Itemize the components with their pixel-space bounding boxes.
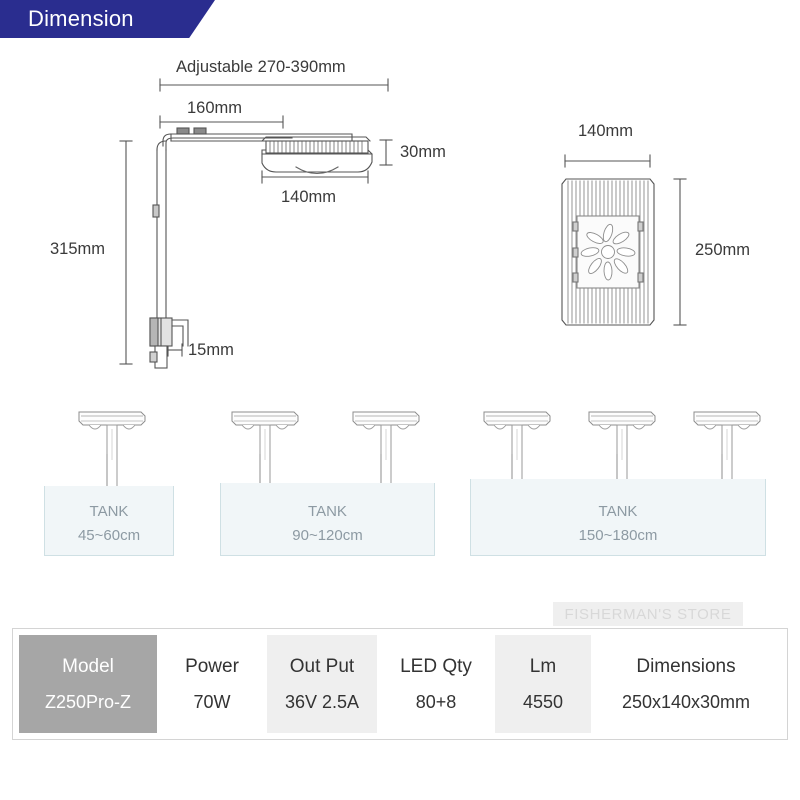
tank-title-1: TANK <box>89 503 129 520</box>
fixture-depth-dimension-line <box>261 170 369 184</box>
spec-column-output: Out Put 36V 2.5A <box>267 635 377 733</box>
spec-value-lumens: 4550 <box>522 691 564 712</box>
watermark-text: FISHERMAN'S STORE <box>564 605 732 623</box>
side-view-light-assembly <box>149 127 373 369</box>
tank-label-3: TANK 150~180cm <box>470 500 766 548</box>
spec-column-model: Model Z250Pro-Z <box>19 635 157 733</box>
topview-height-dimension-label: 250mm <box>695 241 751 259</box>
arm-length-dimension-label: 160mm <box>187 99 243 117</box>
tank-box-1 <box>44 486 174 556</box>
spec-value-power: 70W <box>193 691 231 712</box>
tank-box-2 <box>220 483 435 556</box>
cooling-fan-icon <box>580 223 636 281</box>
height-dimension-label: 315mm <box>50 240 106 258</box>
topview-height-dimension-line <box>673 178 687 326</box>
tank-size-1: 45~60cm <box>77 527 141 544</box>
store-watermark: FISHERMAN'S STORE <box>553 602 743 626</box>
spec-column-lumens: Lm 4550 <box>495 635 591 733</box>
spec-value-output: 36V 2.5A <box>284 691 360 712</box>
spec-header-lumens: Lm <box>529 655 557 677</box>
spec-header-model: Model <box>62 655 114 677</box>
clamp-dimension-line <box>167 343 183 357</box>
fixture-thickness-dimension-label: 30mm <box>400 143 446 161</box>
spec-column-dimensions: Dimensions 250x140x30mm <box>591 635 781 733</box>
spec-header-power: Power <box>185 655 239 677</box>
spec-value-led-qty: 80+8 <box>415 691 457 712</box>
spec-header-led-qty: LED Qty <box>400 655 472 677</box>
spec-header-dimensions: Dimensions <box>636 655 736 677</box>
spec-value-dimensions: 250x140x30mm <box>621 691 751 712</box>
topview-width-dimension-line <box>564 154 651 168</box>
spec-header-output: Out Put <box>289 655 355 677</box>
adjustable-dimension-line <box>159 78 389 92</box>
tank-title-2: TANK <box>308 503 347 520</box>
section-banner: Dimension <box>0 0 215 38</box>
fixture-depth-dimension-label: 140mm <box>281 188 337 206</box>
tank-label-2: TANK 90~120cm <box>220 500 435 548</box>
tank-size-3: 150~180cm <box>578 527 658 544</box>
height-dimension-line <box>119 140 133 365</box>
tank-title-3: TANK <box>598 503 638 520</box>
adjustable-dimension-label: Adjustable 270-390mm <box>176 58 346 76</box>
tank-box-3 <box>470 479 766 556</box>
clamp-dimension-label: 15mm <box>188 341 234 359</box>
spec-column-power: Power 70W <box>157 635 267 733</box>
specification-table: Model Z250Pro-Z Power 70W Out Put 36V 2.… <box>12 628 788 740</box>
fixture-thickness-dimension-line <box>379 139 393 166</box>
tank-size-2: 90~120cm <box>292 527 363 544</box>
spec-column-led-qty: LED Qty 80+8 <box>377 635 495 733</box>
spec-value-model: Z250Pro-Z <box>44 691 132 712</box>
topview-width-dimension-label: 140mm <box>578 122 634 140</box>
banner-title: Dimension <box>28 6 134 31</box>
top-view-body <box>561 154 687 326</box>
tank-label-1: TANK 45~60cm <box>44 500 174 548</box>
